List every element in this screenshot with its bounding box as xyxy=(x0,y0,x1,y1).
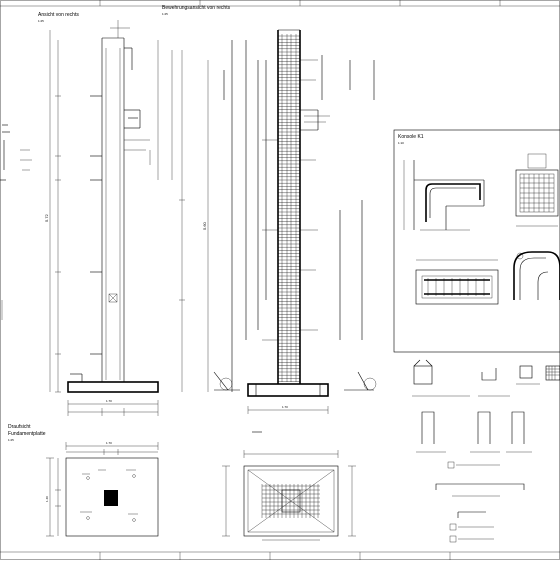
column-footprint xyxy=(104,490,118,506)
rebar-grid-front xyxy=(520,174,554,212)
rebar-dimension-chain: 5.60 xyxy=(179,40,375,392)
plan-width-dim: 1.70 xyxy=(106,441,112,445)
left-edge-fragment xyxy=(0,124,32,320)
bracket-title: Konsole K1 xyxy=(398,134,424,140)
left-view-base-dims: 1.70 xyxy=(67,399,159,416)
bracket-detail-box: Konsole K1 1:10 xyxy=(393,129,560,353)
bracket-plan-bars xyxy=(427,278,485,296)
foundation-plan: Draufsicht Fundamentplatte 1:25 1.70 1.4… xyxy=(8,424,159,537)
plan-depth-dim: 1.40 xyxy=(45,496,49,502)
plan-title-2: Fundamentplatte xyxy=(8,431,46,437)
rebar-view-title: Bewehrungsansicht von rechts xyxy=(162,5,231,11)
plan-rebar-hatch xyxy=(261,484,320,518)
rebar-view-scale: 1:25 xyxy=(162,12,168,16)
rebar-elevation xyxy=(213,29,377,397)
rebar-base-dims: 1.70 xyxy=(247,405,329,414)
column-elevation xyxy=(67,20,159,393)
column-height-dim: 5.72 xyxy=(44,213,49,222)
plan-scale: 1:25 xyxy=(8,438,14,442)
left-view-title: Ansicht von rechts xyxy=(38,12,79,18)
border-ticks-top xyxy=(99,0,501,6)
bar-shapes xyxy=(412,359,560,543)
base-width-dim-2: 1.70 xyxy=(282,405,288,409)
stirrup-hatching xyxy=(278,35,300,382)
rebar-grid-small xyxy=(546,366,560,380)
left-view-dimension-chain: 5.72 xyxy=(44,30,173,393)
plan-title-1: Draufsicht xyxy=(8,424,31,430)
rebar-height-dim: 5.60 xyxy=(202,221,207,230)
border-ticks-bottom xyxy=(99,552,451,560)
base-width-dim: 1.70 xyxy=(106,399,112,403)
plan-column-mark xyxy=(281,489,301,513)
left-view-scale: 1:25 xyxy=(38,19,44,23)
bracket-scale: 1:10 xyxy=(398,141,404,145)
foundation-rebar-plan xyxy=(222,431,356,541)
